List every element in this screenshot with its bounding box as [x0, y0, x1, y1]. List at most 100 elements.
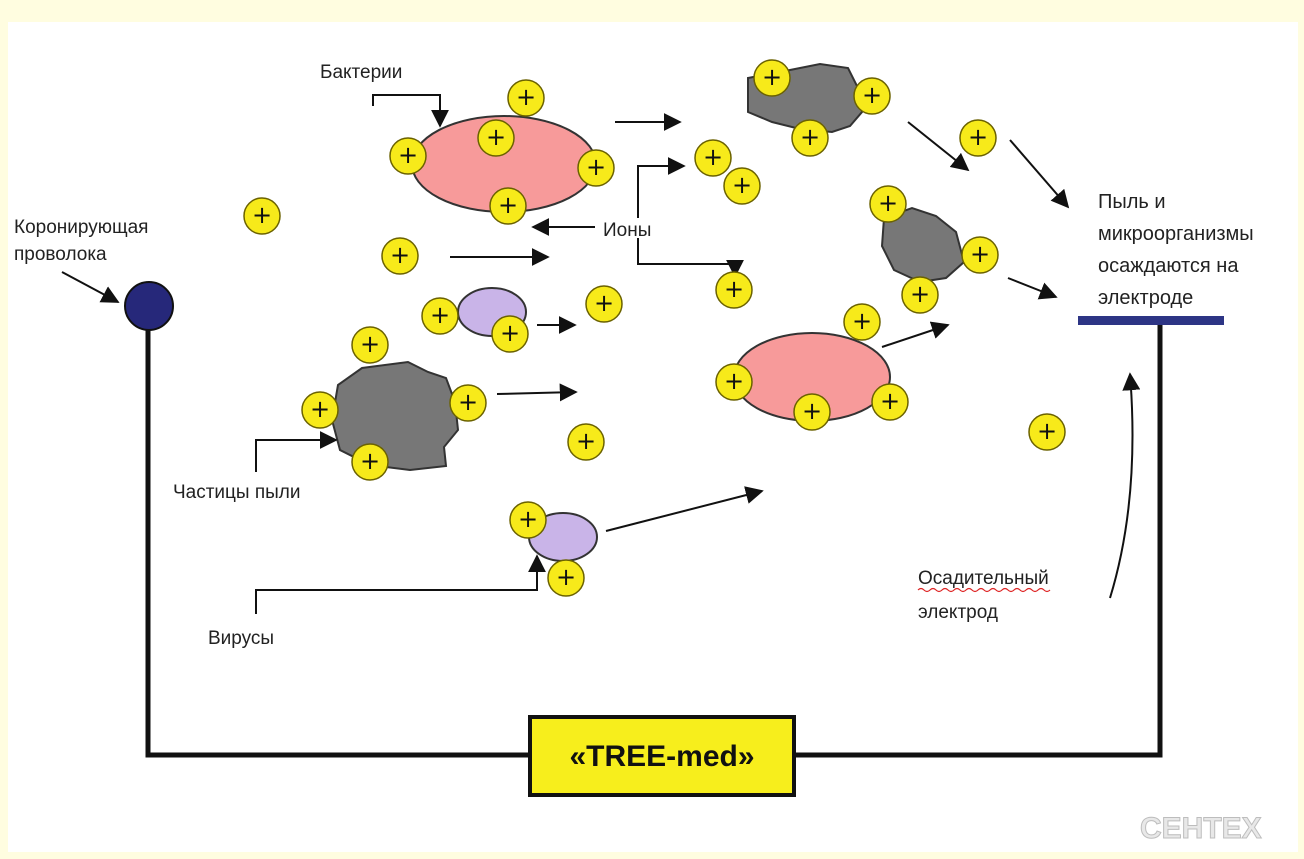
- label-deposit-line-2: микроорганизмы: [1098, 223, 1254, 245]
- device-name: «TREE-med»: [569, 740, 754, 773]
- spellcheck-underline: [917, 587, 1051, 593]
- corona-wire-node: [124, 281, 174, 331]
- ion-plus-sign: +: [802, 397, 822, 425]
- ion-circle: [715, 271, 753, 309]
- label-corona-wire-line-1: Коронирующая: [14, 217, 148, 238]
- positive-ion: +: [567, 423, 605, 461]
- ion-plus-sign: +: [430, 301, 450, 329]
- positive-ion: +: [1028, 413, 1066, 451]
- label-electrode-line-2: электрод: [918, 602, 998, 623]
- ion-plus-sign: +: [486, 123, 506, 151]
- circuit-wire-left: [145, 308, 530, 758]
- motion-arrow-4: [496, 383, 578, 402]
- ion-plus-sign: +: [862, 81, 882, 109]
- positive-ion: +: [585, 285, 623, 323]
- ion-circle: [389, 137, 427, 175]
- ion-plus-sign: +: [852, 307, 872, 335]
- positive-ion: +: [961, 236, 999, 274]
- ion-plus-sign: +: [878, 189, 898, 217]
- ion-plus-sign: +: [594, 289, 614, 317]
- positive-ion: +: [869, 185, 907, 223]
- label-deposit-line-3: осаждаются на: [1098, 255, 1239, 277]
- ion-plus-sign: +: [498, 191, 518, 219]
- ion-plus-sign: +: [500, 319, 520, 347]
- motion-arrow-5: [605, 486, 764, 532]
- ion-circle: [853, 77, 891, 115]
- ion-circle: [477, 119, 515, 157]
- positive-ion: +: [301, 391, 339, 429]
- ion-circle: [351, 443, 389, 481]
- ion-plus-sign: +: [360, 330, 380, 358]
- ion-plus-sign: +: [703, 143, 723, 171]
- positive-ion: +: [723, 167, 761, 205]
- positive-ion: +: [715, 271, 753, 309]
- ion-circle: [449, 384, 487, 422]
- ion-plus-sign: +: [586, 153, 606, 181]
- ion-plus-sign: +: [516, 83, 536, 111]
- ion-circle: [869, 185, 907, 223]
- positive-ion: +: [694, 139, 732, 177]
- ion-circle: [793, 393, 831, 431]
- dust-particle-large: [330, 360, 460, 472]
- ion-circle: [351, 326, 389, 364]
- positive-ion: +: [753, 59, 791, 97]
- collecting-electrode-plate: [1078, 316, 1224, 325]
- ion-circle: [301, 391, 339, 429]
- circuit-wire-right: [795, 320, 1163, 758]
- corona-wire-pointer: [61, 271, 120, 303]
- positive-ion: +: [901, 276, 939, 314]
- label-electrode-line-1: Осадительный: [918, 568, 1049, 589]
- ion-plus-sign: +: [390, 241, 410, 269]
- positive-ion: +: [791, 119, 829, 157]
- ion-plus-sign: +: [360, 447, 380, 475]
- ion-plus-sign: +: [310, 395, 330, 423]
- positive-ion: +: [547, 559, 585, 597]
- ion-plus-sign: +: [970, 240, 990, 268]
- positive-ion: +: [843, 303, 881, 341]
- dust-label-pointer: [255, 431, 338, 472]
- ion-circle: [1028, 413, 1066, 451]
- ion-circle: [489, 187, 527, 225]
- ion-plus-sign: +: [762, 63, 782, 91]
- ion-circle: [547, 559, 585, 597]
- electrode-label-pointer: [1109, 372, 1141, 599]
- bacteria-label-pointer: [372, 94, 449, 128]
- positive-ion: +: [959, 119, 997, 157]
- ion-circle: [491, 315, 529, 353]
- ion-circle: [421, 297, 459, 335]
- tree-med-device-box: [528, 715, 796, 797]
- diagram-panel: [8, 22, 1298, 852]
- positive-ion: +: [381, 237, 419, 275]
- ion-circle: [871, 383, 909, 421]
- virus-label-pointer: [255, 554, 546, 614]
- ion-circle: [509, 501, 547, 539]
- ion-circle: [715, 363, 753, 401]
- positive-ion: +: [793, 393, 831, 431]
- ion-plus-sign: +: [398, 141, 418, 169]
- label-viruses: Вирусы: [208, 628, 274, 649]
- ion-circle: [791, 119, 829, 157]
- positive-ion: +: [421, 297, 459, 335]
- ion-circle: [753, 59, 791, 97]
- ion-plus-sign: +: [800, 123, 820, 151]
- positive-ion: +: [449, 384, 487, 422]
- ion-circle: [961, 236, 999, 274]
- motion-arrow-7: [1009, 139, 1070, 209]
- ion-circle: [567, 423, 605, 461]
- ion-circle: [381, 237, 419, 275]
- ion-plus-sign: +: [880, 387, 900, 415]
- positive-ion: +: [853, 77, 891, 115]
- positive-ion: +: [491, 315, 529, 353]
- label-corona-wire-line-2: проволока: [14, 244, 107, 265]
- positive-ion: +: [507, 79, 545, 117]
- ion-plus-sign: +: [252, 201, 272, 229]
- ion-plus-sign: +: [576, 427, 596, 455]
- ion-plus-sign: +: [724, 275, 744, 303]
- ion-circle: [723, 167, 761, 205]
- ion-plus-sign: +: [458, 388, 478, 416]
- positive-ion: +: [477, 119, 515, 157]
- positive-ion: +: [243, 197, 281, 235]
- ion-circle: [901, 276, 939, 314]
- watermark-logo: CEHTEX: [1140, 812, 1262, 845]
